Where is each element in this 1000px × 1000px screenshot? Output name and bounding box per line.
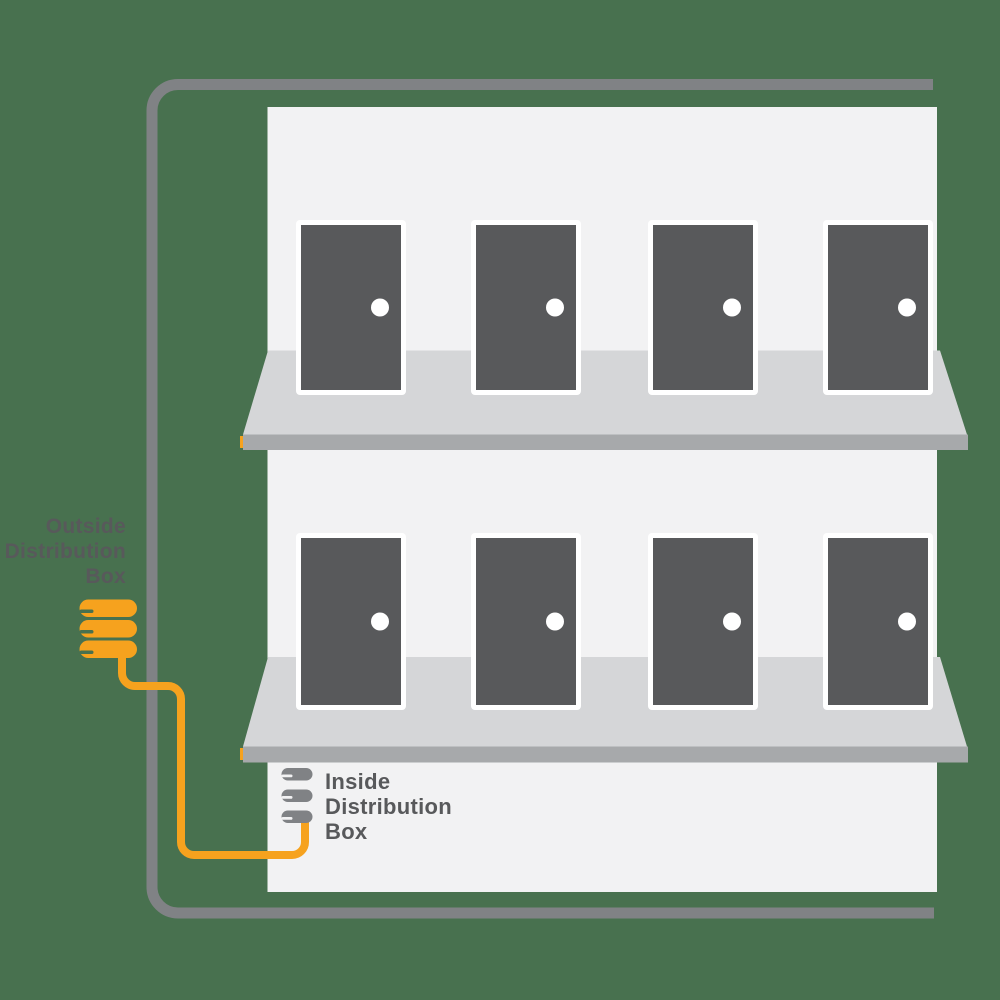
- box-bar-slit: [281, 796, 293, 799]
- box-bar-slit: [79, 630, 94, 634]
- box-bar: [281, 810, 313, 823]
- box-bar: [281, 789, 313, 802]
- door-knob: [723, 612, 741, 631]
- door-lower-1: [296, 533, 406, 710]
- lower-floor-slab: [243, 657, 967, 747]
- inside-label-line-3: Box: [325, 819, 368, 844]
- box-bar-slit: [281, 774, 293, 778]
- door-upper-3: [648, 220, 758, 395]
- door-knob: [371, 612, 389, 631]
- outside-label-line-2: Distribution: [4, 540, 126, 563]
- door-upper-4: [823, 220, 933, 395]
- inside-label-line-1: Inside: [325, 769, 391, 794]
- outside-distribution-box-icon: [79, 599, 137, 658]
- box-bar: [79, 599, 137, 617]
- box-bar: [79, 620, 137, 638]
- box-bar-slit: [281, 817, 293, 820]
- door-knob: [723, 298, 741, 317]
- door-lower-3: [648, 533, 758, 710]
- conduit-line: [146, 79, 934, 919]
- door-knob: [898, 298, 916, 317]
- outside-label-line-3: Box: [85, 565, 126, 588]
- door-knob: [898, 612, 916, 631]
- inside-label-line-2: Distribution: [325, 794, 453, 819]
- door-lower-4: [823, 533, 933, 710]
- upper-floor-slab: [243, 350, 967, 435]
- fiber-drop-cable: [118, 652, 309, 859]
- box-bar-slit: [79, 650, 94, 654]
- door-upper-2: [471, 220, 581, 395]
- box-bar-slit: [79, 609, 94, 613]
- box-bar: [79, 640, 137, 658]
- outside-distribution-box-label: Outside Distribution Box: [5, 514, 126, 589]
- inside-distribution-box-label: Inside Distribution Box: [325, 769, 452, 844]
- upper-floor-slab-edge: [243, 434, 968, 450]
- door-knob: [546, 298, 564, 317]
- riser-cable-peek-lower: [240, 748, 245, 760]
- lower-floor-slab-edge: [243, 746, 968, 763]
- riser-cable-peek-upper: [240, 436, 245, 448]
- door-knob: [371, 298, 389, 317]
- door-upper-1: [296, 220, 406, 395]
- box-bar: [281, 768, 313, 781]
- building: [240, 107, 968, 892]
- outside-label-line-1: Outside: [45, 515, 126, 538]
- inside-distribution-box-icon: [281, 768, 313, 823]
- door-lower-2: [471, 533, 581, 710]
- door-knob: [546, 612, 564, 631]
